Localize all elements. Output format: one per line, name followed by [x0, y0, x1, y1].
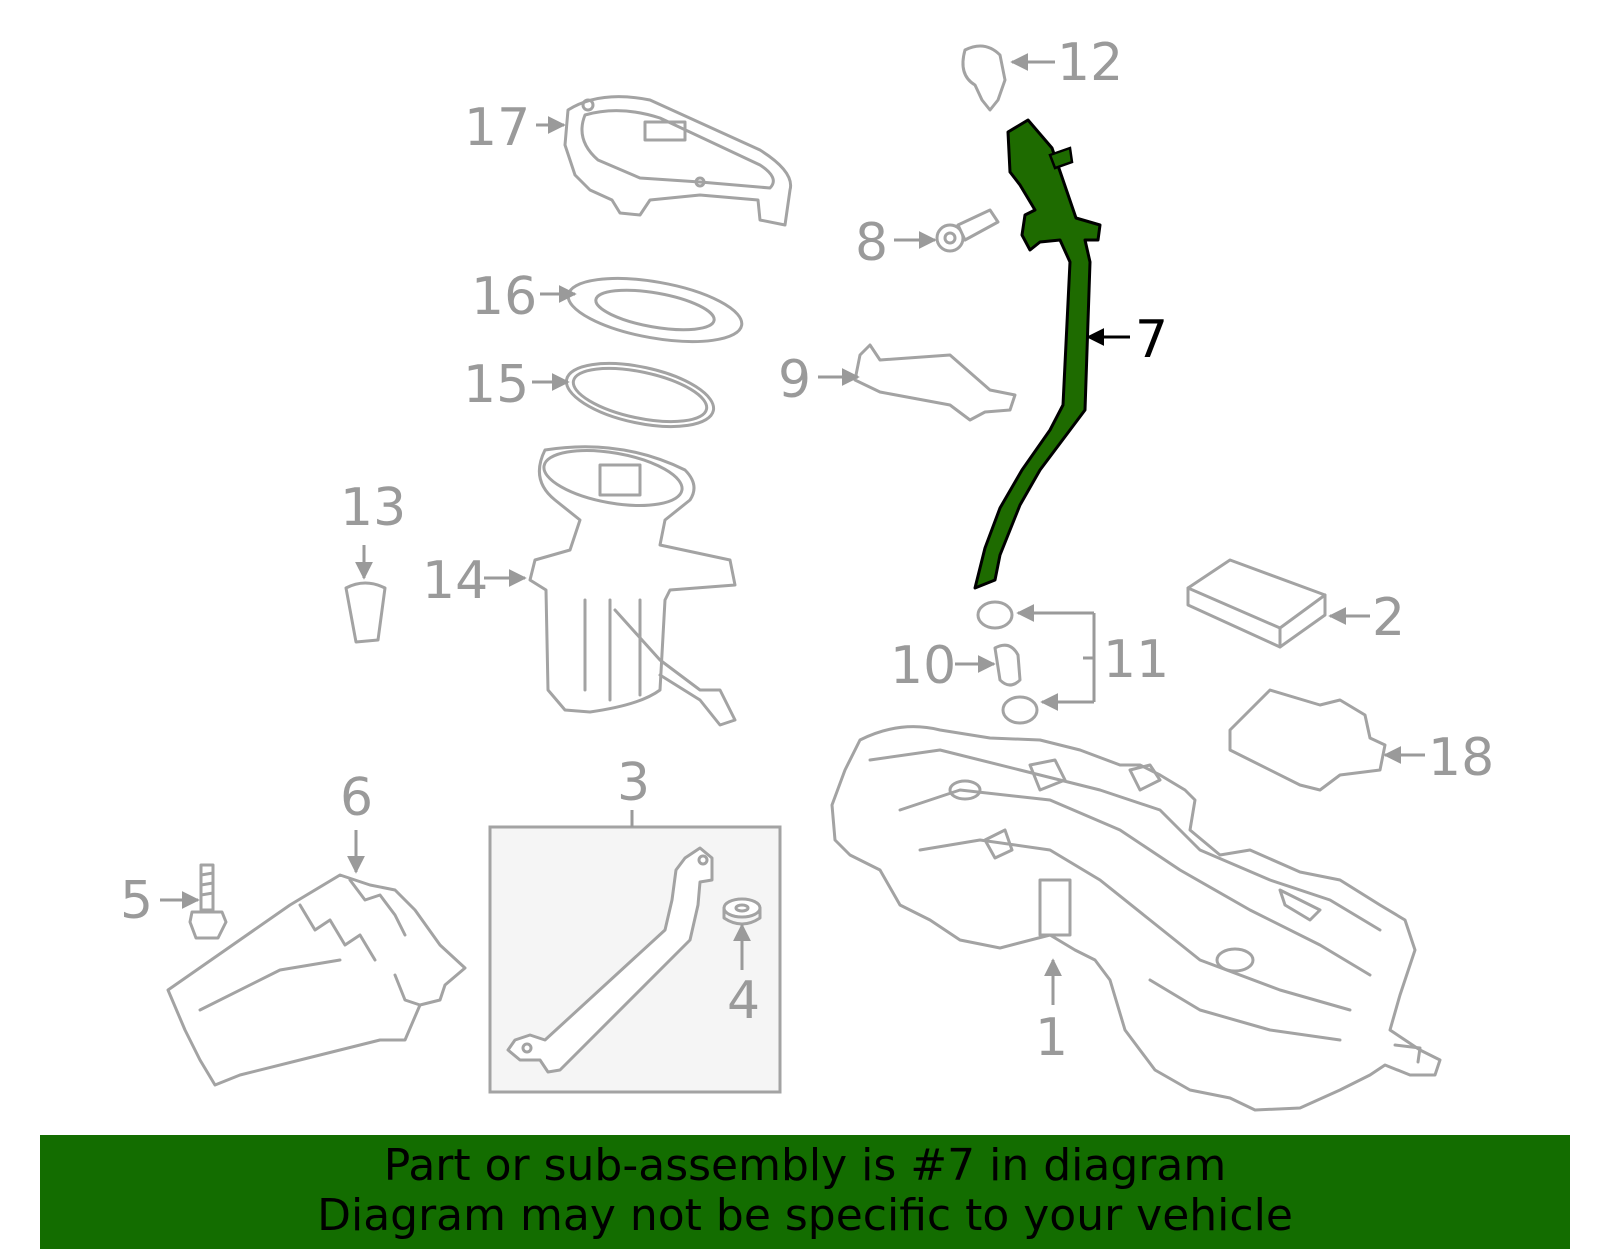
- callout-5: 5: [120, 871, 153, 931]
- callout-labels: 1 2 3 4 5 6 7 8 9 10 11 12 13 14 15 16 1…: [120, 33, 1494, 1068]
- part-1-fuel-tank: [830, 725, 1442, 1112]
- part-6-heat-shield: [166, 873, 467, 1087]
- part-10-hose: [993, 643, 1022, 687]
- callout-8: 8: [855, 213, 888, 273]
- part-14-fuel-pump: [528, 445, 737, 727]
- banner-line-disclaimer: Diagram may not be specific to your vehi…: [317, 1190, 1293, 1241]
- callout-16: 16: [471, 267, 537, 327]
- part-15-seal: [564, 361, 716, 429]
- callout-18: 18: [1428, 728, 1494, 788]
- part-13-cap: [344, 581, 387, 644]
- callout-2: 2: [1372, 588, 1405, 648]
- callout-3: 3: [617, 753, 650, 813]
- part-17-cover: [563, 95, 793, 227]
- part-11-clamp-upper: [976, 600, 1014, 630]
- callout-4: 4: [727, 971, 760, 1031]
- callout-7: 7: [1135, 310, 1168, 370]
- part-9-bracket: [853, 343, 1017, 422]
- part-18-module: [1228, 688, 1387, 792]
- callout-1: 1: [1035, 1008, 1068, 1068]
- part-5-bolt: [188, 863, 228, 940]
- callout-9: 9: [778, 350, 811, 410]
- callout-12: 12: [1057, 33, 1123, 93]
- part-12-valve: [961, 44, 1007, 112]
- banner-line-part-number: Part or sub-assembly is #7 in diagram: [383, 1140, 1227, 1191]
- part-11-clamp-lower: [1001, 695, 1039, 725]
- callout-13: 13: [340, 478, 406, 538]
- leader-lines: [160, 53, 1425, 1005]
- callout-15: 15: [463, 355, 529, 415]
- callout-11: 11: [1103, 630, 1169, 690]
- part-7-filler-pipe: [973, 118, 1102, 590]
- callout-6: 6: [340, 768, 373, 828]
- part-16-lock-ring: [566, 276, 744, 344]
- callout-14: 14: [422, 551, 488, 611]
- part-8-bolt: [935, 208, 1000, 253]
- callout-17: 17: [464, 98, 530, 158]
- part-3-group-box: [488, 825, 782, 1094]
- info-banner: Part or sub-assembly is #7 in diagram Di…: [40, 1135, 1570, 1249]
- part-2-block: [1186, 558, 1327, 649]
- callout-10: 10: [890, 636, 956, 696]
